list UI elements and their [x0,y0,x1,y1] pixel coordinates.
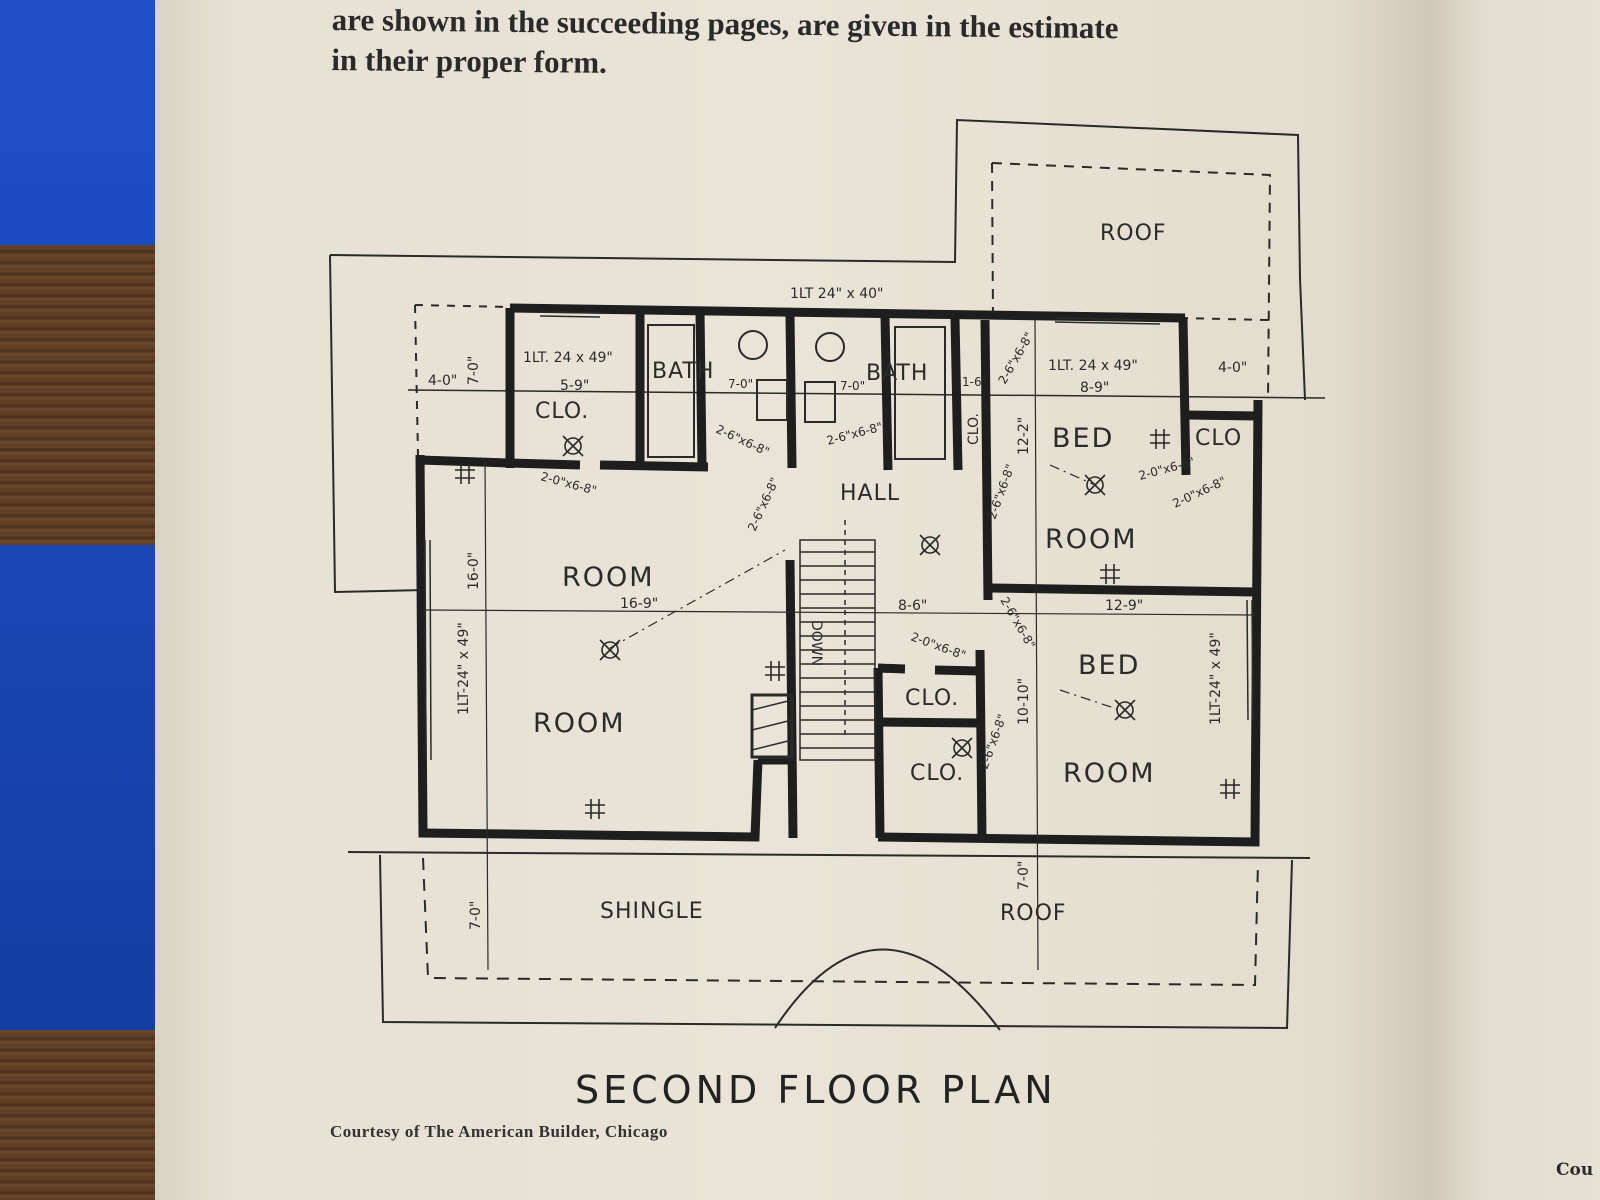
eave-dashed [422,857,1259,987]
eave-outline [379,854,1293,1030]
roof-outline-left [329,254,426,594]
sink [804,381,836,423]
dimension-label: 1LT 24" x 40" [790,286,883,302]
room-label: ROOM [1063,758,1156,789]
dimension-label: 12-9" [1105,598,1143,614]
outlet-icon [1100,564,1120,584]
room-label: ROOM [533,708,626,739]
dashed-top-left [414,304,511,308]
dimension-label: 7-0" [1016,861,1032,890]
dimension-label: 8-9" [1080,380,1109,396]
facing-page [1430,0,1600,1200]
roof-dashed [991,162,994,319]
ceiling-light-icon [951,737,973,759]
room-label: ROOF [1100,221,1167,246]
facing-page-fragment: Cou [1556,1160,1594,1180]
toilet [738,330,768,360]
dimension-label: 1LT-24" x 49" [456,622,472,715]
stair-treads [800,551,875,749]
room-label: CLO. [535,399,589,424]
dimension-label: 16-0" [466,552,482,590]
ceiling-light-icon [562,435,584,457]
room-label: ROOM [1045,524,1138,555]
room-label: BED [1078,650,1140,681]
eave-arch [774,948,1001,1031]
room-label: CLO. [905,686,959,711]
dimension-label: 2-0"x6-8" [909,630,968,663]
outlet-icon [1220,779,1240,799]
eave-line [347,851,1311,859]
toilet [815,332,845,362]
dimension-label: 7-0" [466,356,482,385]
dimension-label: 2-6"x6-8" [997,595,1038,652]
dimension-label: 2-6"x6-8" [714,422,772,459]
dimension-label: 5-9" [560,378,589,394]
dimension-label: 7-0" [728,377,753,391]
dimension-label: 1-6" [962,375,987,389]
plan-title: SECOND FLOOR PLAN [575,1068,1057,1112]
ceiling-light-icon [1114,699,1136,721]
dimension-label: 4-0" [428,373,457,389]
room-label: HALL [840,481,900,506]
dimension-label: 1LT. 24 x 49" [523,350,613,366]
image-credit: Courtesy of The American Builder, Chicag… [330,1122,668,1141]
dimension-label: 1LT. 24 x 49" [1048,358,1138,374]
dimension-label: 7-0" [468,901,484,930]
dimension-label: 4-0" [1218,360,1247,376]
wooden-stand-top [0,245,175,545]
dimension-label: 2-6"x6-8" [995,330,1036,387]
dimension-label: 2-0"x6-8" [1170,474,1228,511]
bathtub-left [647,324,695,458]
room-label: BED [1052,423,1114,454]
room-label: CLO. [966,413,982,445]
roof-outline [329,118,1306,401]
dimension-label: 1LT-24" x 49" [1208,632,1224,725]
ceiling-light-icon [599,639,621,661]
dimension-label: 2-0"x6-8" [539,469,598,497]
dimension-label: 2-6"x6-8" [745,475,782,533]
outlet-icon [1150,429,1170,449]
room-label: BATH [866,361,928,386]
outlet-icon [455,464,475,484]
dimension-label: 7-0" [840,379,865,393]
bathtub-right [894,326,946,460]
wooden-stand-bottom [0,1030,175,1200]
dimension-label: 2-0"x6-8" [1137,455,1196,483]
room-label: CLO [1195,426,1242,451]
dimension-label: 10-10" [1016,678,1032,725]
chimney [750,693,794,759]
dashed-top-left [414,304,419,456]
room-label: ROOF [1000,901,1067,926]
stair-label: DOWN [808,620,824,666]
sink [756,379,788,421]
room-label: BATH [652,359,714,384]
roof-dashed [991,162,1272,401]
outlet-icon [765,661,785,681]
dimension-label: 2-6"x6-8" [825,420,884,448]
exterior-wall [877,399,1263,847]
dimension-label: 12-2" [1016,417,1032,455]
room-label: SHINGLE [600,899,704,924]
exterior-wall [509,303,1186,323]
exterior-wall [415,454,763,842]
ceiling-light-icon [1084,474,1106,496]
dimension-label: 8-6" [898,598,927,614]
outlet-icon [585,799,605,819]
dimension-label: 16-9" [620,596,658,612]
room-label: ROOM [562,562,655,593]
room-label: CLO. [910,761,964,786]
ceiling-light-icon [919,534,941,556]
